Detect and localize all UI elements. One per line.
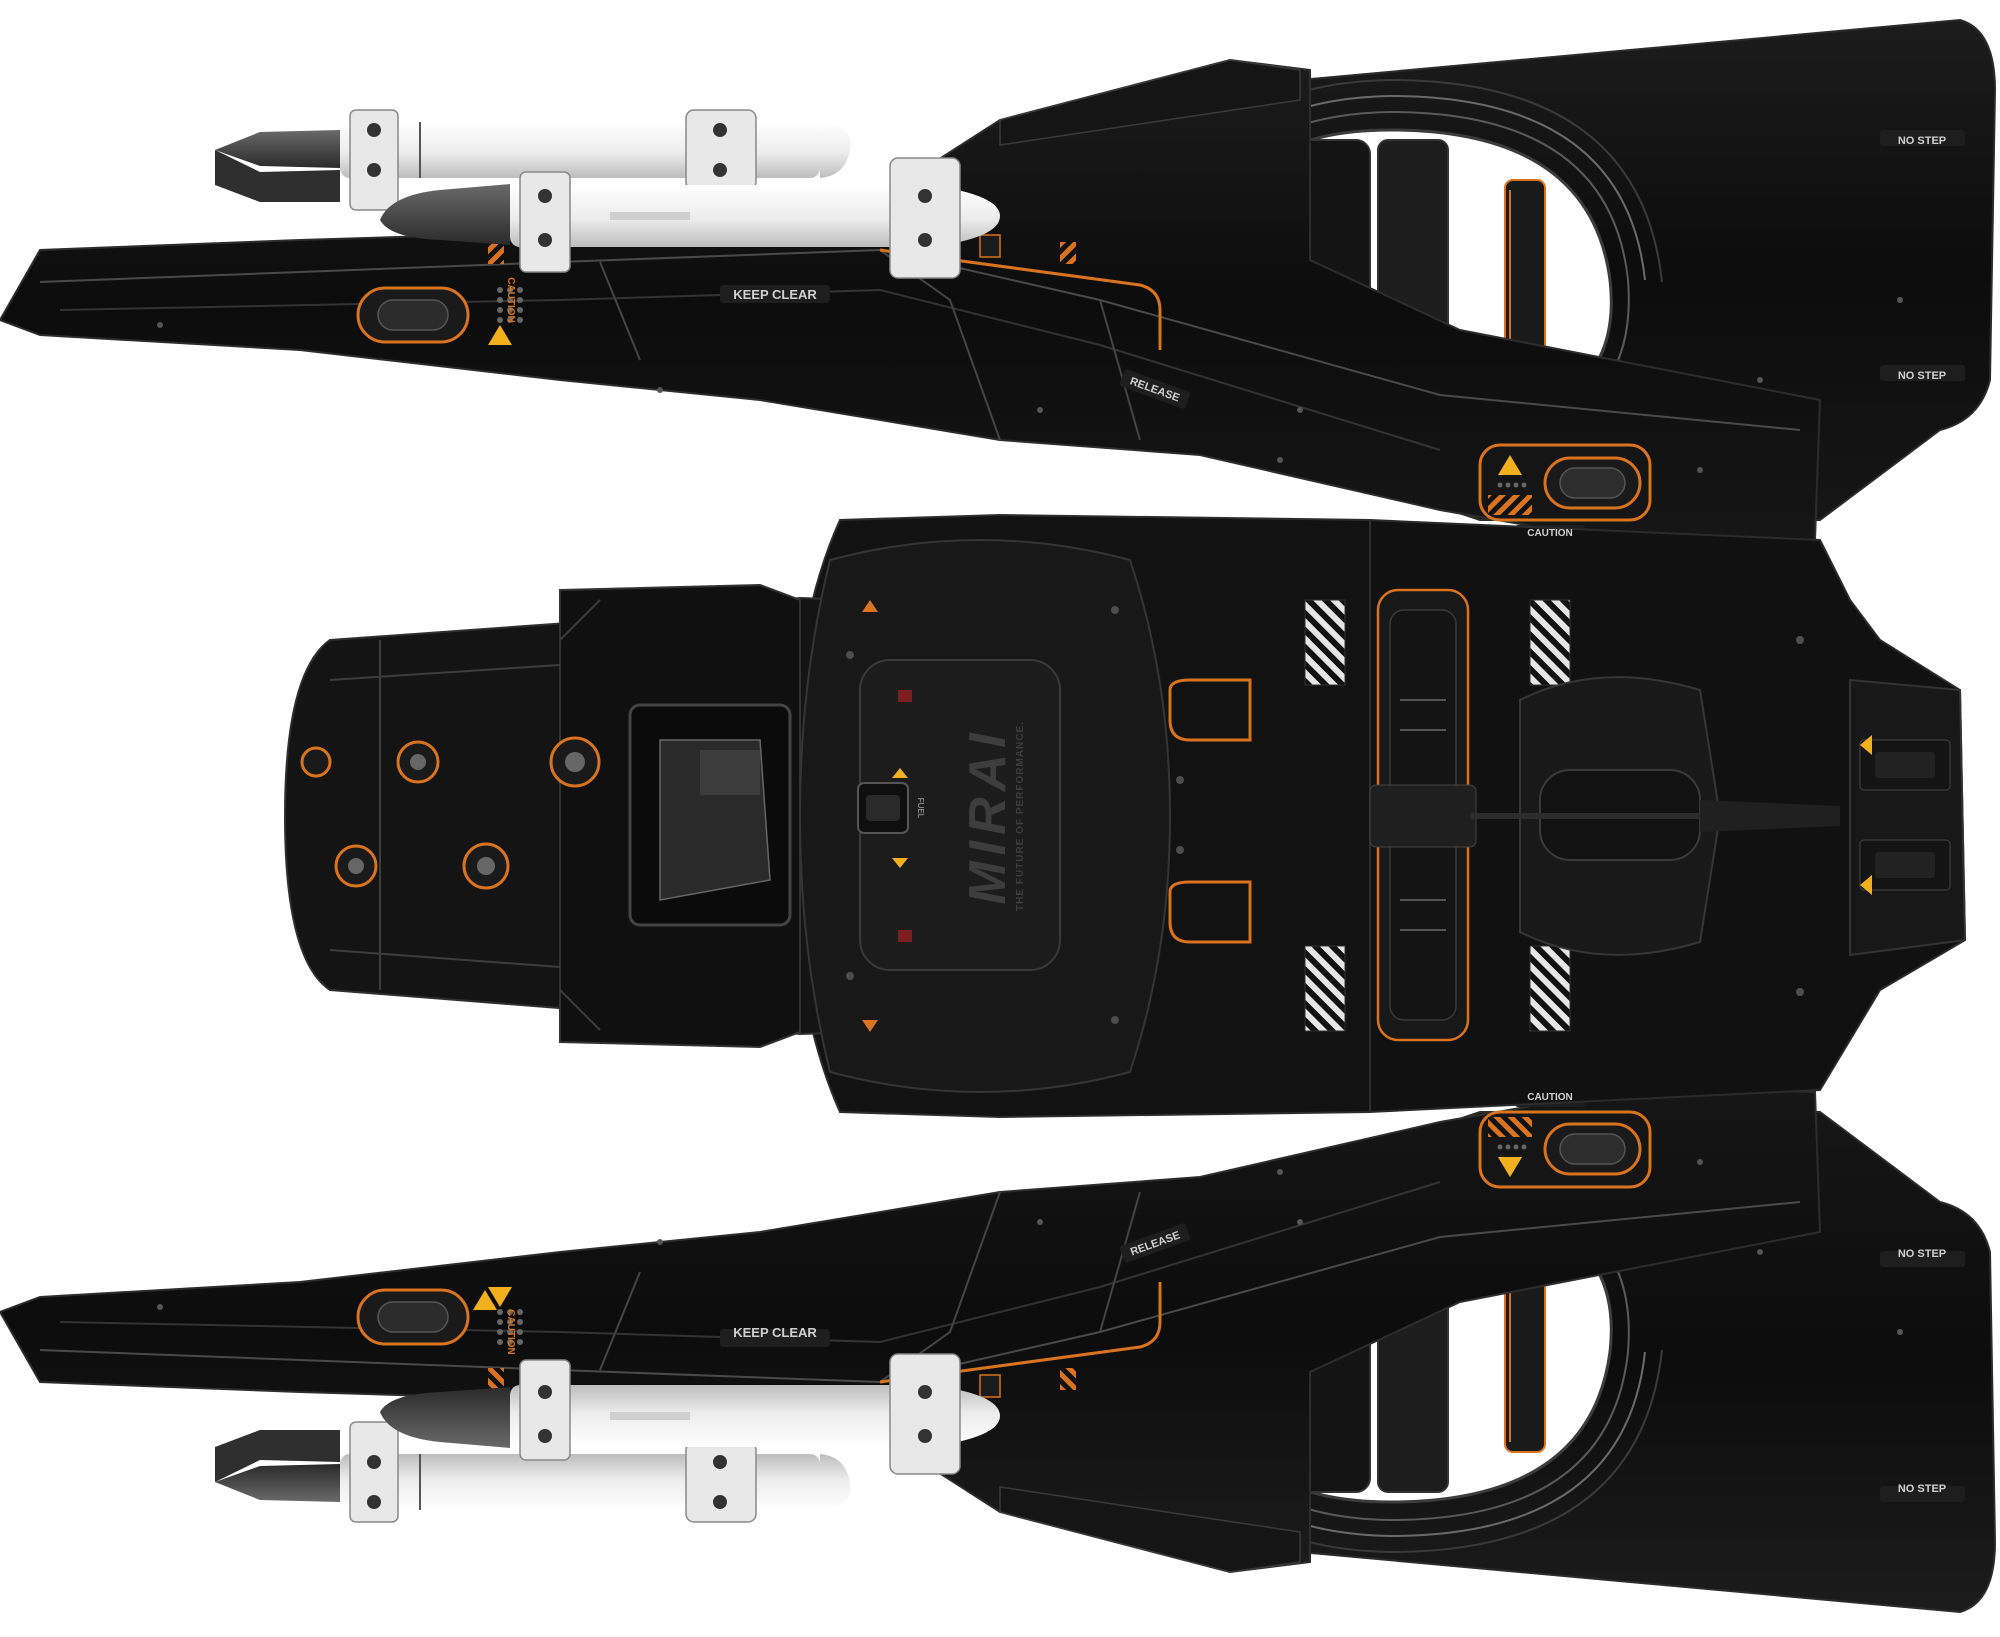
no-step-label: NO STEP	[1898, 1483, 1946, 1495]
fuselage: MIRAI THE FUTURE OF PERFORMANCE. FUEL	[283, 513, 1967, 1119]
caution-badge: CAUTION	[505, 1309, 516, 1355]
thruster-icon	[300, 736, 601, 890]
no-step-label: NO STEP	[1898, 370, 1946, 382]
keep-clear-label: KEEP CLEAR	[733, 1325, 817, 1340]
brand-tagline: THE FUTURE OF PERFORMANCE.	[1015, 721, 1026, 911]
caution-label: CAUTION	[1527, 528, 1573, 539]
brand-logo: MIRAI	[959, 727, 1017, 904]
keep-clear-label: KEEP CLEAR	[733, 287, 817, 302]
hazard-stripes-icon	[1304, 945, 1346, 1032]
hazard-stripes-icon	[1529, 945, 1571, 1032]
hazard-stripes-icon	[1529, 599, 1571, 686]
caution-badges: CAUTION CAUTION	[505, 277, 516, 1355]
fuel-label: FUEL	[916, 798, 925, 819]
caution-label: CAUTION	[1527, 1092, 1573, 1103]
caution-badge: CAUTION	[505, 277, 516, 323]
no-step-label: NO STEP	[1898, 1248, 1946, 1260]
hazard-stripes-icon	[1304, 599, 1346, 686]
warning-triangle-icon	[473, 1157, 1522, 1310]
no-step-label: NO STEP	[1898, 135, 1946, 147]
